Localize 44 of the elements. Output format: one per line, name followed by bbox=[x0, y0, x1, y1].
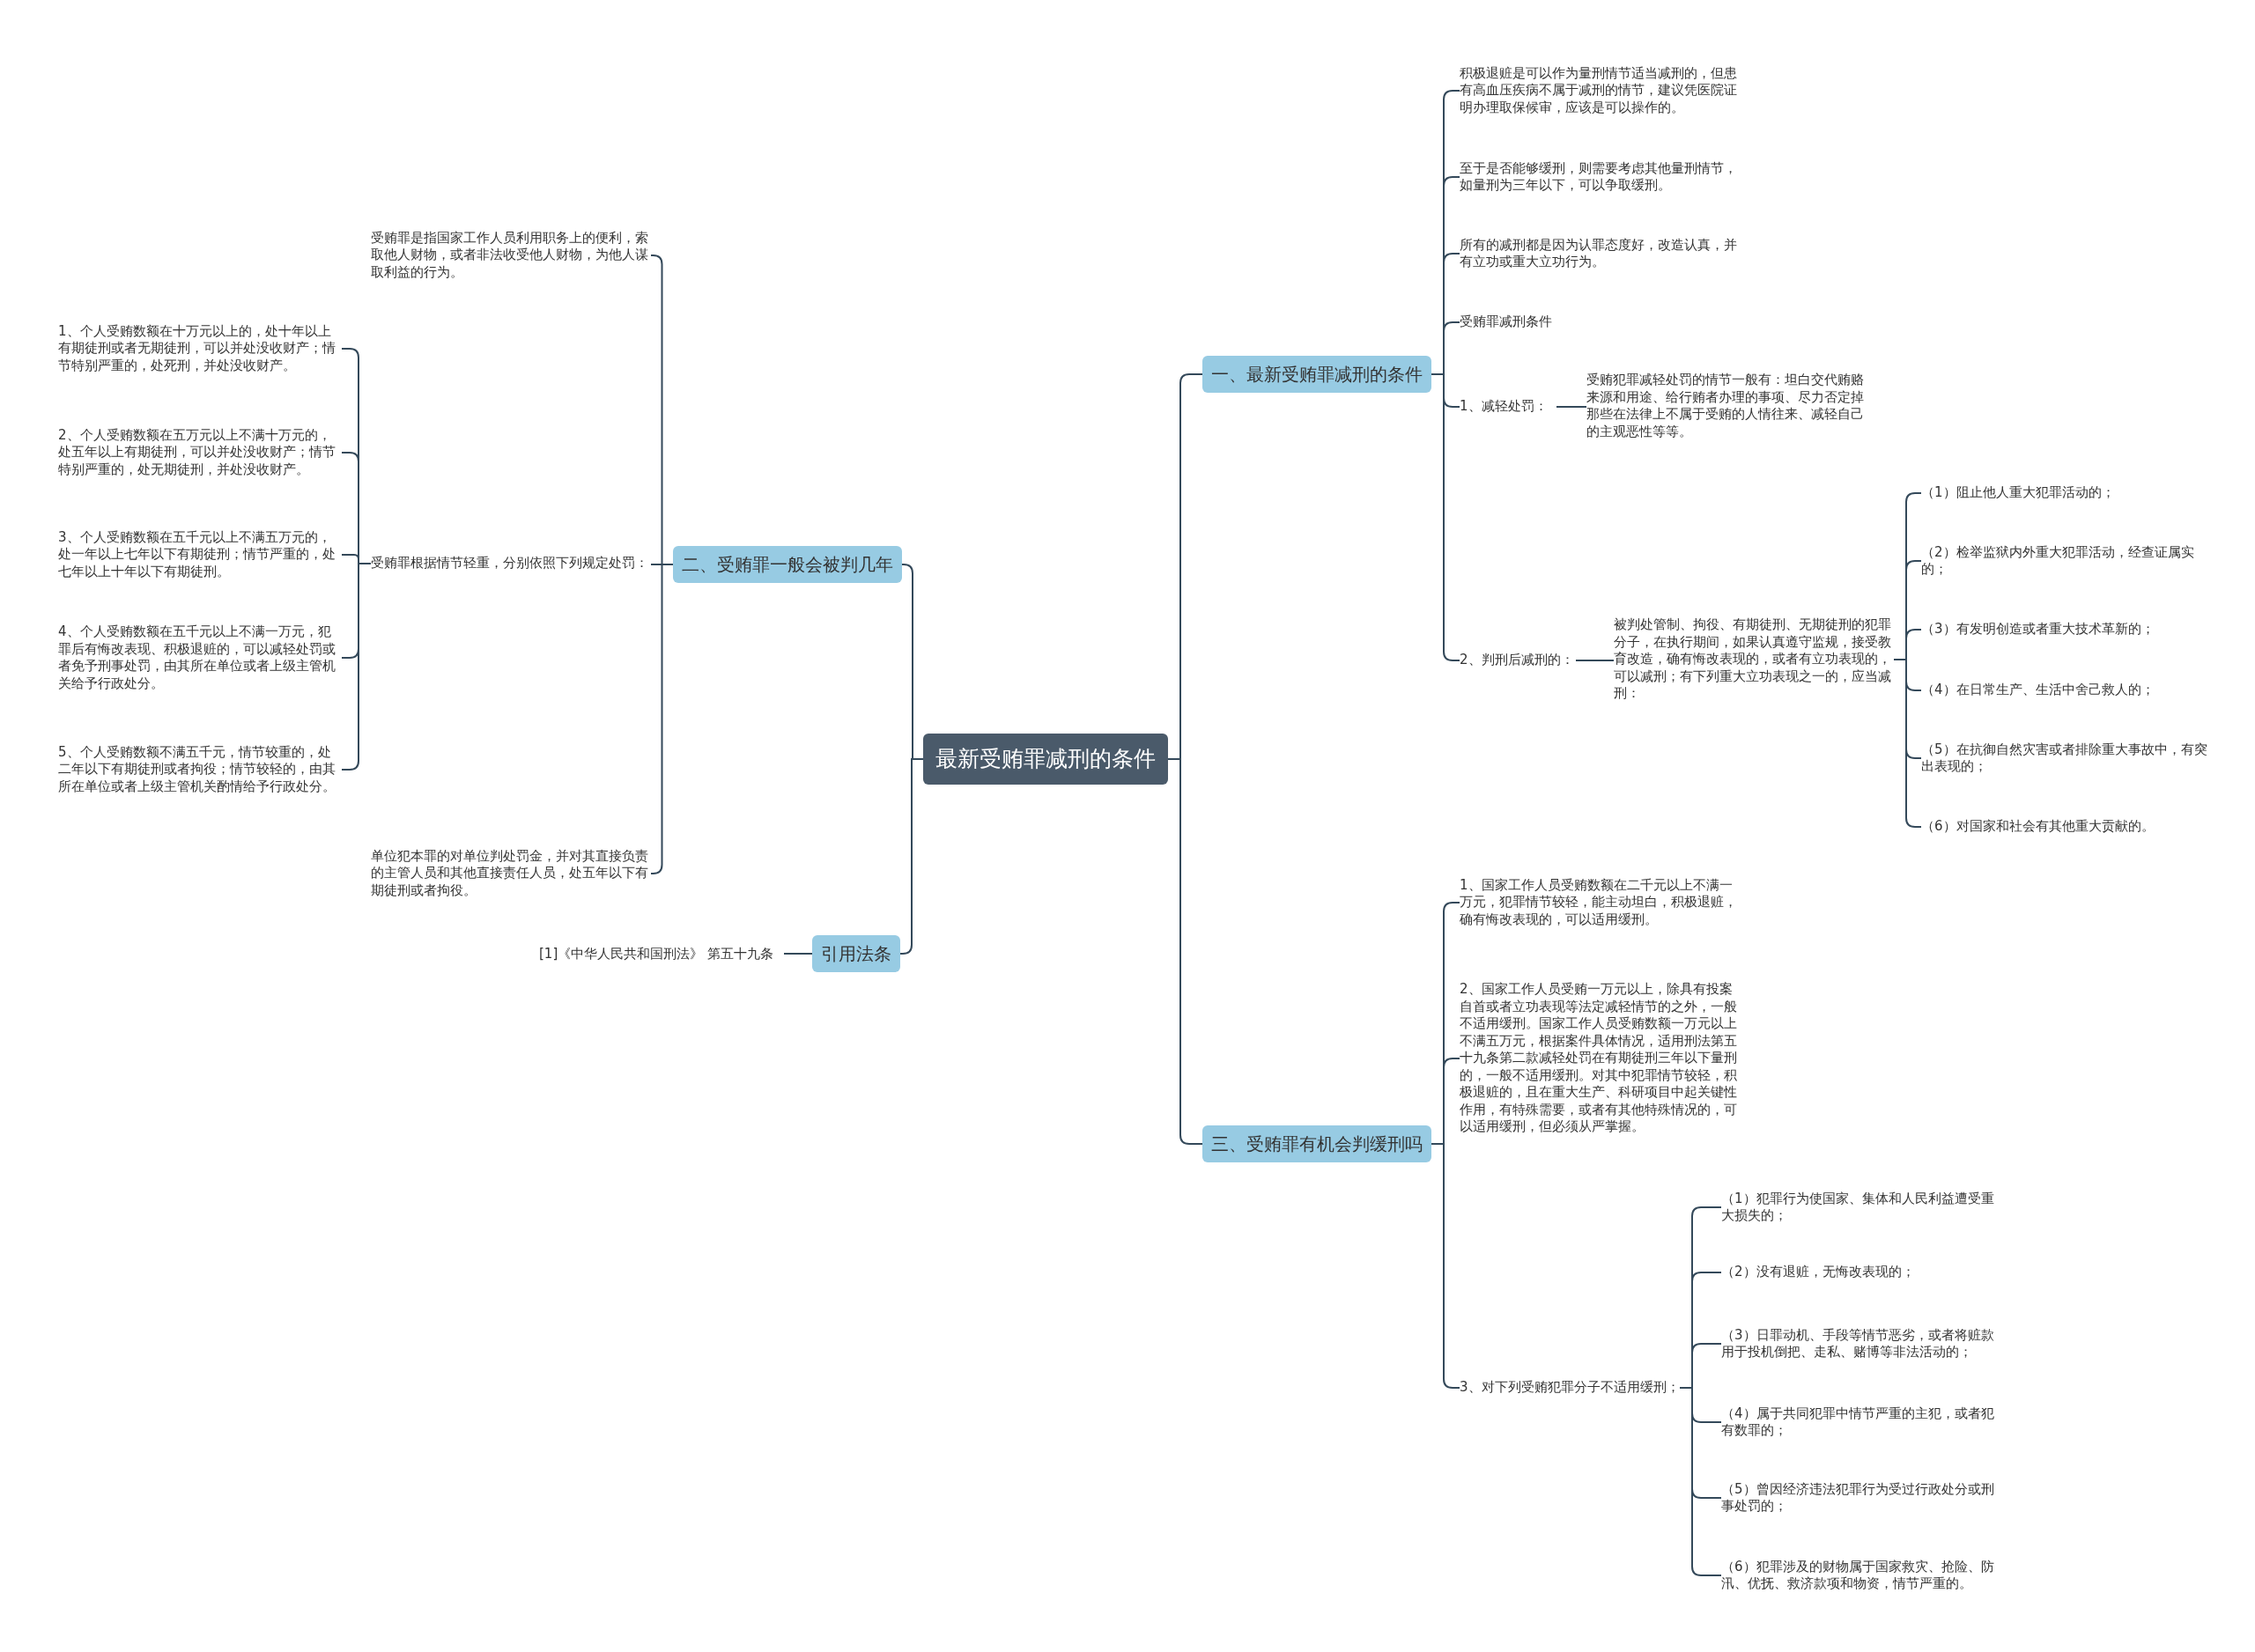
branch-text: （3）有发明创造或者重大技术革新的； bbox=[1921, 621, 2212, 638]
branch-text: 1、减轻处罚： bbox=[1460, 398, 1556, 416]
branch-text: 积极退赃是可以作为量刑情节适当减刑的，但患有高血压疾病不属于减刑的情节，建议凭医院证明办理取保候审，应该是可以操作的。 bbox=[1460, 64, 1740, 116]
branch-topic-box: 二、受贿罪一般会被判几年 bbox=[673, 546, 902, 583]
branch-text: （2）检举监狱内外重大犯罪活动，经查证属实的； bbox=[1921, 543, 2212, 579]
branch-text: 1、国家工作人员受贿数额在二千元以上不满一万元，犯罪情节较轻，能主动坦白，积极退赃，确有悔改表现的，可以适用缓刑。 bbox=[1460, 876, 1740, 928]
branch-text: （1）阻止他人重大犯罪活动的； bbox=[1921, 484, 2212, 502]
connector-line bbox=[783, 953, 813, 955]
central-topic-box: 最新受贿罪减刑的条件 bbox=[923, 734, 1168, 785]
branch-text: （3）日罪动机、手段等情节恶劣，或者将赃款用于投机倒把、走私、赌博等非法活动的； bbox=[1721, 1326, 2005, 1361]
connector-line bbox=[1575, 660, 1615, 661]
branch-text: 单位犯本罪的对单位判处罚金，并对其直接负责的主管人员和其他直接责任人员，处五年以下有期徒刑或者拘役。 bbox=[371, 847, 651, 899]
branch-text: （6）犯罪涉及的财物属于国家救灾、抢险、防汛、优抚、救济款项和物资，情节严重的。 bbox=[1721, 1558, 2005, 1593]
branch-text: （5）曾因经济违法犯罪行为受过行政处分或刑事处罚的； bbox=[1721, 1480, 2005, 1516]
connector-line bbox=[650, 564, 674, 874]
branch-text: 受贿罪减刑条件 bbox=[1460, 313, 1636, 331]
branch-topic-box: 引用法条 bbox=[812, 935, 900, 972]
branch-text: 受贿罪根据情节轻重，分别依照下列规定处罚： bbox=[371, 555, 651, 572]
connector-line bbox=[899, 758, 924, 955]
branch-topic-box: 一、最新受贿罪减刑的条件 bbox=[1202, 356, 1431, 393]
branch-text: 3、个人受贿数额在五千元以上不满五万元的，处一年以上七年以下有期徒刑；情节严重的，处七年以上十年以下有期徒刑。 bbox=[58, 528, 342, 580]
connector-line bbox=[1556, 406, 1587, 408]
branch-text: 1、个人受贿数额在十万元以上的，处十年以上有期徒刑或者无期徒刑，可以并处没收财产；情节特别严重的，处死刑，并处没收财产。 bbox=[58, 322, 342, 374]
branch-text: 5、个人受贿数额不满五千元，情节较重的，处二年以下有期徒刑或者拘役；情节较轻的，由其所在单位或者上级主管机关酌情给予行政处分。 bbox=[58, 743, 342, 795]
branch-text: 2、个人受贿数额在五万元以上不满十万元的，处五年以上有期徒刑，可以并处没收财产；情节特别严重的，处无期徒刑，并处没收财产。 bbox=[58, 426, 342, 478]
branch-text: [1]《中华人民共和国刑法》 第五十九条 bbox=[539, 946, 784, 963]
branch-text: （1）犯罪行为使国家、集体和人民利益遭受重大损失的； bbox=[1721, 1190, 2005, 1225]
branch-text: （2）没有退赃，无悔改表现的； bbox=[1721, 1264, 2005, 1281]
branch-text: （4）属于共同犯罪中情节严重的主犯，或者犯有数罪的； bbox=[1721, 1405, 2005, 1440]
connector-line bbox=[1431, 1143, 1460, 1389]
branch-text: 被判处管制、拘役、有期徒刑、无期徒刑的犯罪分子，在执行期间，如果认真遵守监规，接受教育改造，确有悔改表现的，或者有立功表现的，可以减刑；有下列重大立功表现之一的，应当减刑： bbox=[1614, 616, 1894, 703]
branch-text: 受贿罪是指国家工作人员利用职务上的便利，索取他人财物，或者非法收受他人财物，为他人谋取利益的行为。 bbox=[371, 229, 651, 281]
branch-text: 受贿犯罪减轻处罚的情节一般有：坦白交代贿赂来源和用途、给行贿者办理的事项、尽力否定掉那些在法律上不属于受贿的人情往来、减轻自己的主观恶性等等。 bbox=[1586, 372, 1867, 440]
branch-text: （6）对国家和社会有其他重大贡献的。 bbox=[1921, 818, 2212, 836]
branch-text: 3、对下列受贿犯罪分子不适用缓刑； bbox=[1460, 1379, 1680, 1397]
branch-text: 至于是否能够缓刑，则需要考虑其他量刑情节，如量刑为三年以下，可以争取缓刑。 bbox=[1460, 159, 1740, 195]
branch-text: （5）在抗御自然灾害或者排除重大事故中，有突出表现的； bbox=[1921, 741, 2212, 776]
connector-line bbox=[1431, 373, 1460, 661]
branch-text: 4、个人受贿数额在五千元以上不满一万元，犯罪后有悔改表现、积极退赃的，可以减轻处罚或者免予刑事处罚，由其所在单位或者上级主管机关给予行政处分。 bbox=[58, 623, 342, 692]
branch-topic-box: 三、受贿罪有机会判缓刑吗 bbox=[1202, 1125, 1431, 1162]
branch-text: （4）在日常生产、生活中舍己救人的； bbox=[1921, 682, 2212, 699]
branch-text: 2、国家工作人员受贿一万元以上，除具有投案自首或者立功表现等法定减轻情节的之外，一般不适用缓刑。国家工作人员受贿数额一万元以上不满五万元，根据案件具体情况，适用刑法第五十九条第二款减轻处罚在有期徒刑三年以下量刑的，一般不适用缓刑。对其中犯罪情节较轻，积极退赃的，且在重大生产、科研项目中起关键性作用，有特殊需要，或者有其他特殊情况的，可以适用缓刑，但必须从严掌握。 bbox=[1460, 981, 1740, 1136]
branch-text: 所有的减刑都是因为认罪态度好，改造认真，并有立功或重大立功行为。 bbox=[1460, 236, 1740, 271]
branch-text: 2、判刑后减刑的： bbox=[1460, 652, 1576, 669]
